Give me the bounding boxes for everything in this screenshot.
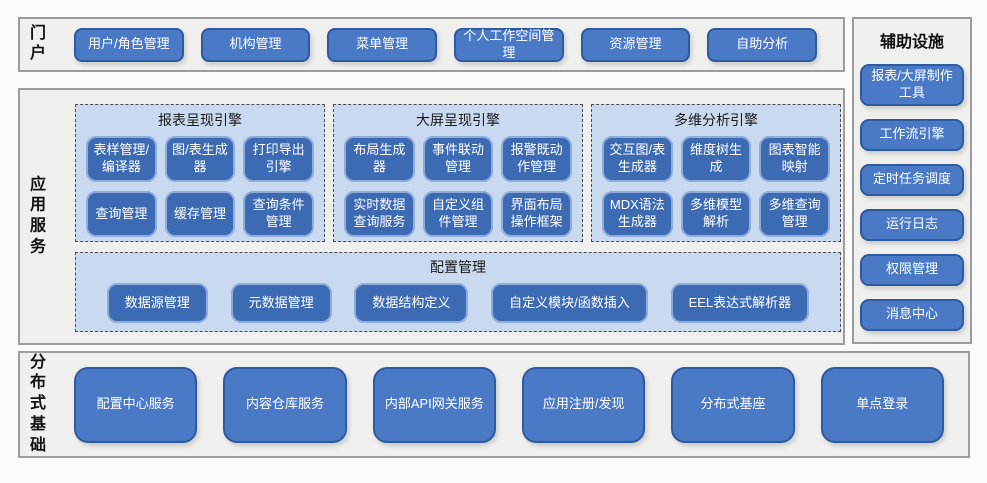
engine-module-box: 图表智能映射 bbox=[759, 136, 830, 182]
portal-module-box: 菜单管理 bbox=[327, 27, 438, 62]
app-services-section-label: 应用服务 bbox=[29, 175, 46, 256]
engine-module-box: 多维查询管理 bbox=[759, 191, 830, 237]
distributed-module-row: 配置中心服务 内容仓库服务 内部API网关服务 应用注册/发现 分布式基座 单点… bbox=[74, 353, 944, 456]
engine-module-box: 界面布局操作框架 bbox=[501, 191, 572, 237]
aux-module-box: 报表/大屏制作工具 bbox=[860, 64, 964, 106]
aux-module-box: 消息中心 bbox=[860, 298, 964, 331]
aux-module-box: 权限管理 bbox=[860, 253, 964, 286]
portal-module-box: 资源管理 bbox=[580, 27, 691, 62]
engine-module-box: 自定义组件管理 bbox=[422, 191, 494, 237]
engine-module-box: 打印导出引擎 bbox=[243, 136, 314, 182]
engine-module-box: 实时数据查询服务 bbox=[344, 191, 415, 237]
engine-group-title: 多维分析引擎 bbox=[674, 112, 758, 128]
engine-module-box: MDX语法生成器 bbox=[602, 191, 673, 237]
config-module-box: 元数据管理 bbox=[230, 283, 332, 323]
config-module-row: 数据源管理 元数据管理 数据结构定义 自定义模块/函数插入 EEL表达式解析器 bbox=[84, 283, 832, 323]
config-module-box: EEL表达式解析器 bbox=[670, 283, 810, 323]
app-services-section: 应用服务 报表呈现引擎 表样管理/编译器 图/表生成器 打印导出引擎 查询管理 … bbox=[18, 88, 845, 345]
portal-section: 门户 用户/角色管理 机构管理 菜单管理 个人工作空间管理 资源管理 自助分析 bbox=[18, 17, 845, 72]
config-module-box: 数据源管理 bbox=[106, 283, 208, 323]
aux-facilities-section: 辅助设施 报表/大屏制作工具 工作流引擎 定时任务调度 运行日志 权限管理 消息… bbox=[852, 17, 972, 344]
engine-module-box: 表样管理/编译器 bbox=[86, 136, 157, 182]
portal-section-label: 门户 bbox=[29, 24, 46, 63]
engine-module-box: 缓存管理 bbox=[164, 191, 236, 237]
portal-module-box: 自助分析 bbox=[707, 27, 818, 62]
engine-module-box: 报警既动作管理 bbox=[501, 136, 572, 182]
engine-module-box: 交互图/表生成器 bbox=[602, 136, 673, 182]
distributed-module-box: 内部API网关服务 bbox=[372, 366, 496, 443]
portal-module-box: 个人工作空间管理 bbox=[454, 27, 564, 62]
aux-facilities-title: 辅助设施 bbox=[879, 34, 944, 51]
distributed-module-box: 配置中心服务 bbox=[74, 366, 198, 443]
distributed-module-box: 单点登录 bbox=[820, 366, 944, 443]
engine-group-title: 报表呈现引擎 bbox=[158, 112, 242, 128]
engine-module-box: 事件联动管理 bbox=[422, 136, 494, 182]
config-module-box: 自定义模块/函数插入 bbox=[491, 283, 648, 323]
distributed-module-box: 分布式基座 bbox=[671, 366, 795, 443]
engine-module-box: 查询管理 bbox=[86, 191, 157, 237]
config-module-box: 数据结构定义 bbox=[354, 283, 469, 323]
engine-module-box: 维度树生成 bbox=[680, 136, 752, 182]
engine-group-bigscreen: 大屏呈现引擎 布局生成器 事件联动管理 报警既动作管理 实时数据查询服务 自定义… bbox=[333, 104, 583, 242]
engine-module-box: 图/表生成器 bbox=[164, 136, 236, 182]
engine-module-box: 布局生成器 bbox=[344, 136, 415, 182]
engine-group-title: 大屏呈现引擎 bbox=[416, 112, 500, 128]
aux-module-box: 运行日志 bbox=[860, 208, 964, 241]
portal-module-box: 机构管理 bbox=[200, 27, 311, 62]
aux-module-column: 报表/大屏制作工具 工作流引擎 定时任务调度 运行日志 权限管理 消息中心 bbox=[854, 64, 970, 331]
engine-group-grid: 交互图/表生成器 维度树生成 图表智能映射 MDX语法生成器 多维模型解析 多维… bbox=[602, 136, 830, 237]
engine-module-box: 查询条件管理 bbox=[243, 191, 314, 237]
distributed-section-label: 分布式基础 bbox=[29, 353, 46, 454]
portal-module-row: 用户/角色管理 机构管理 菜单管理 个人工作空间管理 资源管理 自助分析 bbox=[74, 19, 818, 70]
engine-group-grid: 布局生成器 事件联动管理 报警既动作管理 实时数据查询服务 自定义组件管理 界面… bbox=[344, 136, 572, 237]
distributed-foundation-section: 分布式基础 配置中心服务 内容仓库服务 内部API网关服务 应用注册/发现 分布… bbox=[18, 351, 970, 458]
engine-module-box: 多维模型解析 bbox=[680, 191, 752, 237]
config-management-group: 配置管理 数据源管理 元数据管理 数据结构定义 自定义模块/函数插入 EEL表达… bbox=[75, 252, 841, 332]
aux-module-box: 定时任务调度 bbox=[860, 163, 964, 196]
distributed-module-box: 内容仓库服务 bbox=[223, 366, 347, 443]
distributed-module-box: 应用注册/发现 bbox=[521, 366, 646, 443]
engine-groups-row: 报表呈现引擎 表样管理/编译器 图/表生成器 打印导出引擎 查询管理 缓存管理 … bbox=[75, 104, 841, 242]
config-group-title: 配置管理 bbox=[430, 259, 486, 275]
portal-module-box: 用户/角色管理 bbox=[74, 27, 184, 62]
engine-group-report: 报表呈现引擎 表样管理/编译器 图/表生成器 打印导出引擎 查询管理 缓存管理 … bbox=[75, 104, 325, 242]
engine-group-grid: 表样管理/编译器 图/表生成器 打印导出引擎 查询管理 缓存管理 查询条件管理 bbox=[86, 136, 314, 237]
aux-module-box: 工作流引擎 bbox=[860, 118, 964, 151]
engine-group-olap: 多维分析引擎 交互图/表生成器 维度树生成 图表智能映射 MDX语法生成器 多维… bbox=[591, 104, 841, 242]
